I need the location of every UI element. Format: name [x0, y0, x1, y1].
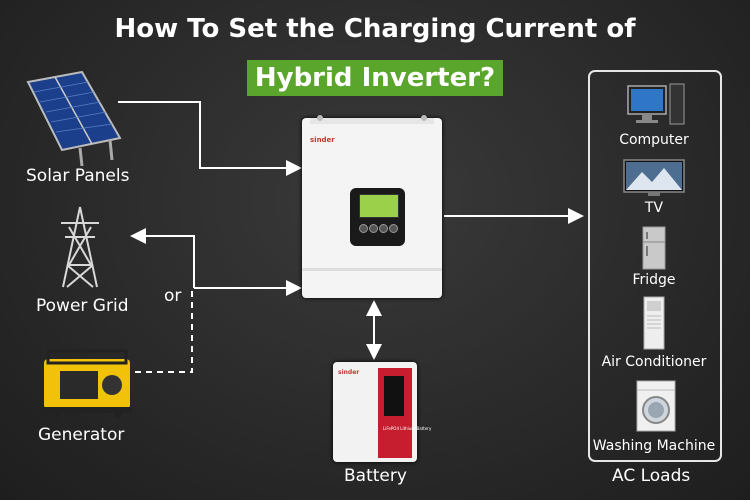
wire-grid — [130, 228, 195, 288]
battery-brand: sinder — [338, 369, 360, 376]
load-label-fridge: Fridge — [632, 272, 676, 288]
tv-icon — [623, 159, 685, 196]
wire-solar-inverter — [118, 101, 302, 176]
inverter-brand: sinder — [310, 136, 335, 144]
ac-loads-box — [588, 70, 722, 462]
power-grid-label: Power Grid — [36, 296, 129, 316]
air-conditioner-icon — [643, 296, 665, 350]
inverter-button-2 — [369, 224, 378, 233]
wire-generator — [135, 290, 193, 373]
inverter-mounting-bracket — [310, 115, 434, 124]
solar-panel-icon — [26, 70, 122, 167]
or-label: or — [164, 286, 182, 306]
battery-product-text: LiFePO4 Lithium Battery — [383, 426, 432, 431]
generator-label: Generator — [38, 425, 125, 445]
load-label-washing-machine: Washing Machine — [592, 438, 716, 454]
title-line-2-wrap: Hybrid Inverter? — [0, 60, 750, 96]
load-label-air-conditioner: Air Conditioner — [601, 354, 707, 370]
inverter-divider — [302, 268, 442, 271]
fridge-icon — [642, 226, 666, 270]
inverter-lcd-screen — [359, 194, 399, 218]
computer-icon — [627, 83, 685, 125]
battery-label: Battery — [344, 466, 407, 486]
inverter-button-3 — [379, 224, 388, 233]
power-tower-icon — [61, 206, 99, 288]
title-line-2: Hybrid Inverter? — [246, 60, 504, 96]
solar-panels-label: Solar Panels — [26, 166, 130, 186]
battery-display — [384, 376, 404, 416]
inverter-button-1 — [359, 224, 368, 233]
washing-machine-icon — [636, 380, 676, 432]
inverter-button-4 — [389, 224, 398, 233]
generator-icon — [42, 349, 132, 419]
load-label-tv: TV — [644, 200, 664, 216]
load-label-computer: Computer — [619, 132, 689, 148]
title-line-1: How To Set the Charging Current of — [114, 14, 636, 44]
ac-loads-label: AC Loads — [612, 466, 691, 486]
